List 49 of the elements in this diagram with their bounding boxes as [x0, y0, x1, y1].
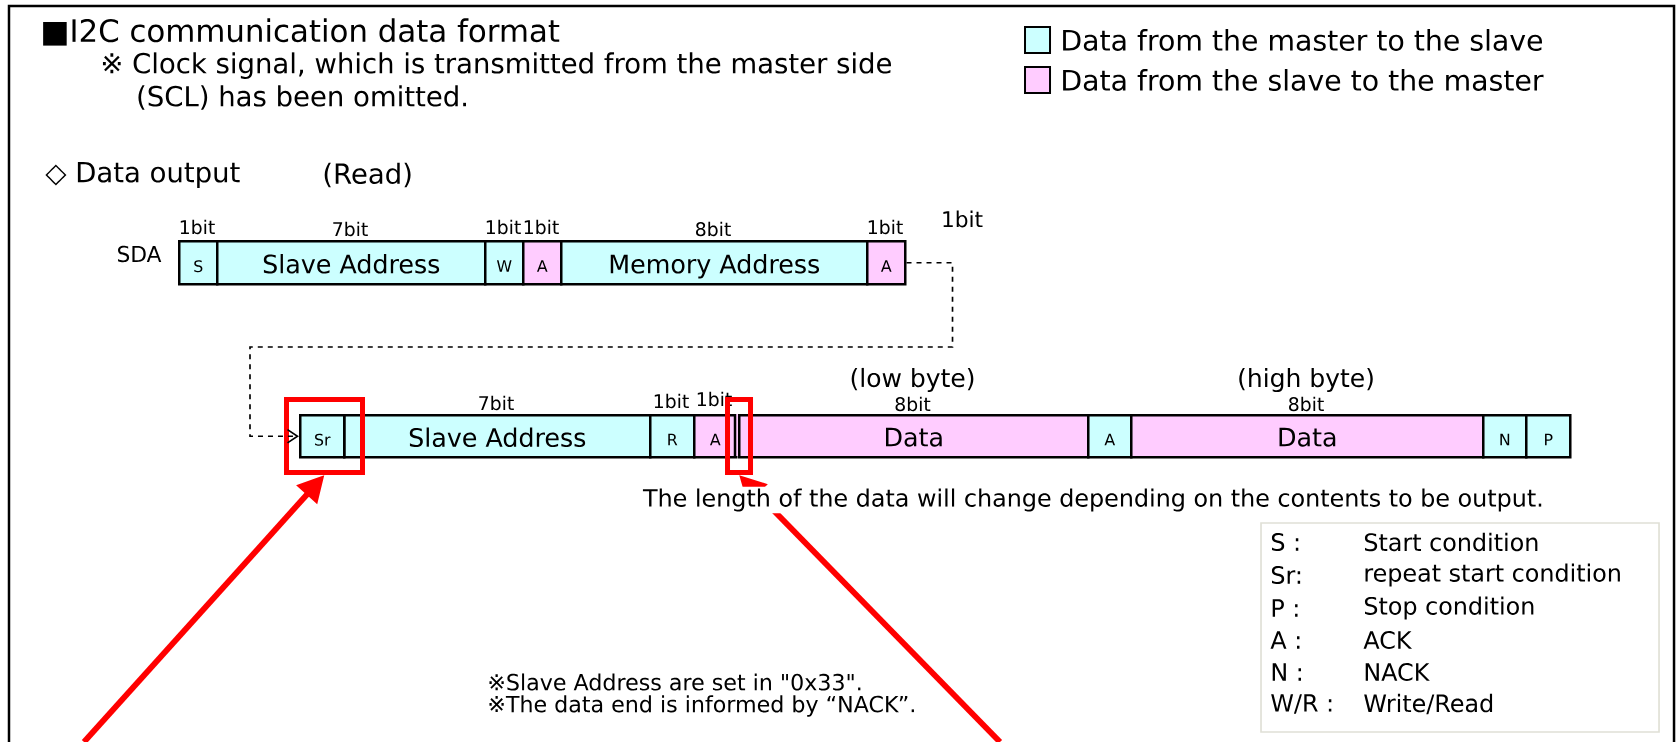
section-heading: ◇ Data output: [45, 162, 240, 188]
abbreviation: S :: [1271, 533, 1299, 551]
bit-field: R: [649, 414, 696, 459]
bit-count: (low byte): [851, 367, 974, 393]
definition-text: Start condition: [1364, 532, 1538, 552]
abbreviation: A :: [1270, 631, 1300, 649]
bit-count: 1bit: [654, 393, 689, 409]
legend-text: Data from the master to the slave: [1063, 29, 1542, 51]
section-heading: (Read): [324, 162, 411, 188]
bit-count: 1bit: [943, 210, 983, 228]
abbreviation: P :: [1272, 599, 1298, 617]
highlight-box: [284, 397, 365, 475]
abbreviation: Sr:: [1271, 566, 1301, 584]
note-text: ※Slave Address are set in "0x33".: [489, 673, 861, 691]
title: ■I2C communication data format: [43, 18, 560, 46]
definition-text: Stop condition: [1364, 596, 1534, 620]
bit-count: 1bit: [180, 219, 215, 235]
bit-field: S: [178, 240, 219, 286]
definition-text: ACK: [1363, 631, 1412, 649]
bit-field: A: [1087, 414, 1133, 459]
bit-count: (high byte): [1239, 367, 1373, 393]
bit-count: 7bit: [479, 395, 514, 411]
note-text: The length of the data will change depending on the contents to be output.: [641, 486, 1546, 514]
definition-text: Write/Read: [1364, 693, 1493, 715]
bit-field: W: [484, 240, 525, 286]
bit-count: 1bit: [868, 219, 903, 235]
legend-text: Data from the slave to the master: [1063, 69, 1544, 91]
definition-text: NACK: [1365, 663, 1430, 681]
bit-count: 7bit: [333, 221, 368, 237]
abbreviation: W/R :: [1271, 694, 1332, 714]
connector: [249, 261, 954, 444]
bit-count: 1bit: [524, 219, 559, 235]
bit-field: A: [866, 240, 907, 286]
bit-field: Data: [1130, 414, 1485, 459]
bit-count: 8bit: [1289, 396, 1324, 412]
bit-field: P: [1525, 414, 1572, 459]
signal-name: SDA: [118, 245, 162, 263]
bit-field: A: [522, 240, 563, 286]
abbreviation: N :: [1272, 663, 1301, 681]
note-text: ※The data end is informed by “NACK”.: [489, 695, 914, 717]
bit-count: 8bit: [696, 221, 731, 237]
bit-count: 1bit: [486, 219, 521, 235]
bit-count: 8bit: [895, 396, 931, 412]
note-text: ※ Clock signal, which is transmitted from the master side (SCL) has been omitted.: [102, 52, 891, 110]
bit-field: Sr: [299, 414, 346, 459]
bit-field: Memory Address: [560, 240, 869, 286]
definition-text: repeat start condition: [1365, 563, 1620, 587]
bit-field: N: [1482, 414, 1528, 459]
bit-field: Data: [733, 414, 1090, 459]
